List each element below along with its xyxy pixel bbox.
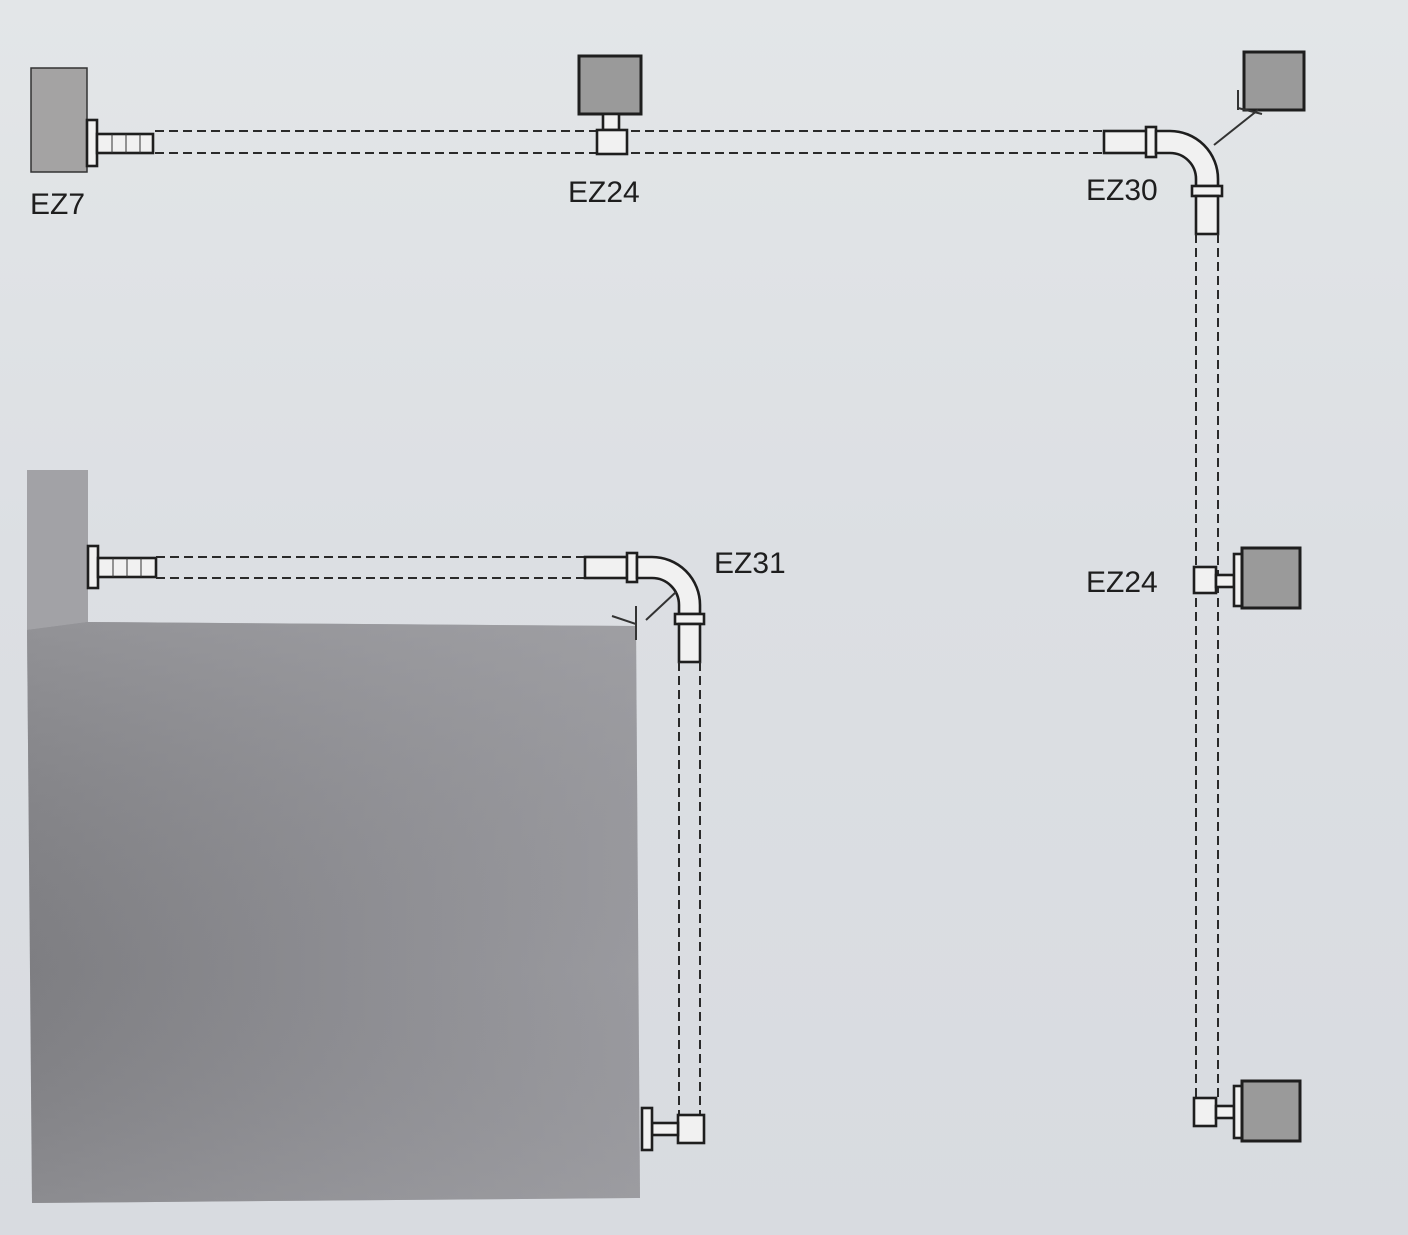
bracket-ez31: [611, 591, 677, 640]
wall-column: [27, 470, 88, 630]
label-ez7: EZ7: [30, 188, 85, 221]
wall-block-ez7: [30, 67, 88, 173]
radiator-box-ez24-top: [577, 54, 643, 156]
radiator-connector-bottom-right: [1192, 1079, 1302, 1143]
pipe-run-lower: [156, 556, 585, 579]
pipe-run-right: [1195, 234, 1219, 1100]
pipe-run-lower-vertical: [678, 662, 701, 1116]
radiator-connector-ez24-right: [1192, 546, 1302, 610]
panel-connector-bottom: [640, 1106, 706, 1152]
radiator-box-top-right: [1213, 50, 1306, 146]
elbow-ez30: [1102, 125, 1224, 236]
elbow-ez31: [583, 551, 706, 664]
pipe-run-top: [155, 130, 1104, 154]
label-ez24-right: EZ24: [1086, 566, 1158, 599]
label-ez30: EZ30: [1086, 174, 1158, 207]
label-ez31: EZ31: [714, 547, 786, 580]
wall-outlet-ez7: [85, 118, 155, 168]
label-ez24-top: EZ24: [568, 176, 640, 209]
wall-outlet-lower: [86, 544, 158, 590]
